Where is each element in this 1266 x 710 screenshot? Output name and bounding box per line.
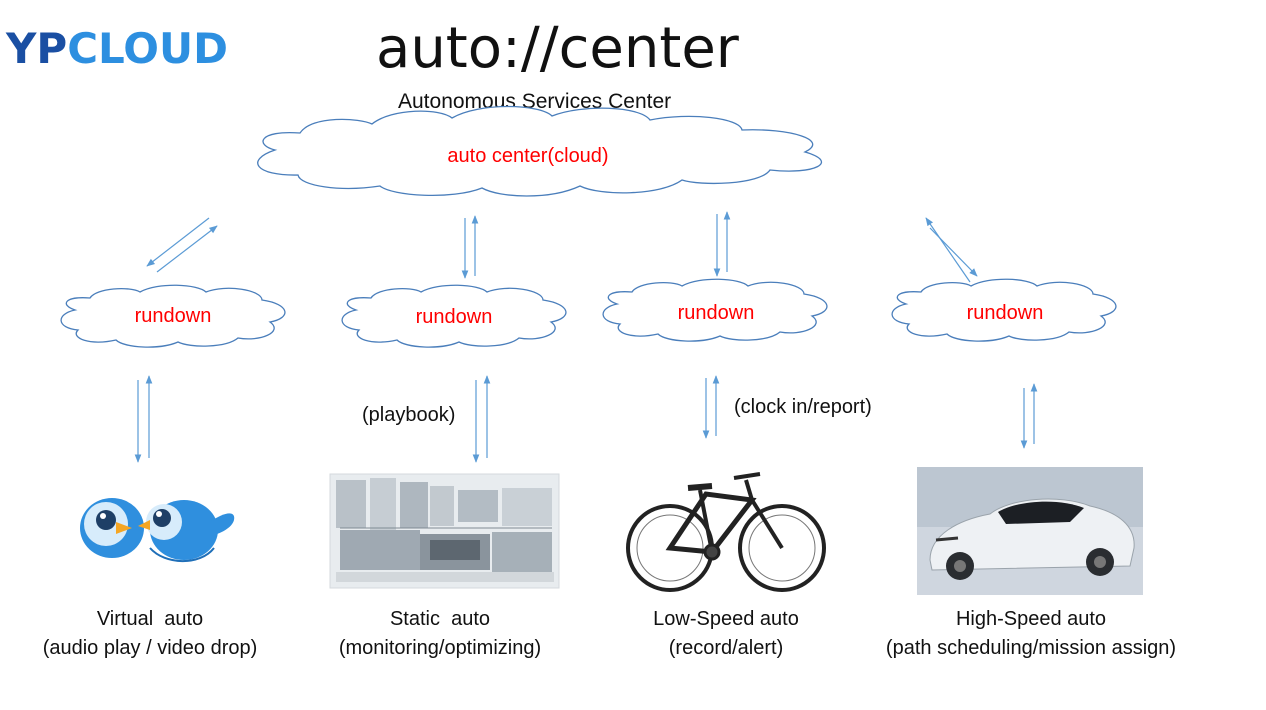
rundown-label-2: rundown	[415, 306, 493, 328]
page-title: auto://center	[376, 16, 739, 81]
static-auto-role: (monitoring/optimizing)	[338, 637, 542, 659]
rundown-cloud-1	[60, 284, 286, 348]
caption-virtual-auto: Virtual auto (audio play / video drop)	[0, 605, 320, 663]
rundown-label-3: rundown	[677, 302, 755, 324]
arrow-center-to-rundown-4	[929, 227, 978, 277]
highspeed-auto-role: (path scheduling/mission assign)	[885, 637, 1177, 659]
virtual-auto-birds-image	[80, 498, 235, 563]
center-cloud-label: auto center(cloud)	[447, 145, 609, 167]
rundown-cloud-3	[602, 278, 828, 342]
virtual-auto-name: Virtual auto	[96, 608, 204, 630]
highspeed-auto-name: High-Speed auto	[955, 608, 1107, 630]
arrow-rundown-1-to-center	[156, 225, 218, 273]
page-subtitle: Autonomous Services Center	[398, 90, 672, 113]
rundown-label-4: rundown	[966, 302, 1044, 324]
lowspeed-auto-bicycle-image	[626, 472, 826, 592]
rundown-label-1: rundown	[134, 305, 212, 327]
edge-label-clock-in-report: (clock in/report)	[734, 396, 872, 418]
arrow-rundown-4-to-center	[925, 217, 971, 283]
caption-lowspeed-auto: Low-Speed auto (record/alert)	[556, 605, 896, 663]
lowspeed-auto-role: (record/alert)	[668, 637, 784, 659]
rundown-cloud-4	[891, 278, 1117, 342]
rundown-cloud-2	[341, 284, 567, 348]
static-auto-name: Static auto	[389, 608, 491, 630]
ypcloud-logo: YPCLOUD	[6, 24, 228, 73]
virtual-auto-role: (audio play / video drop)	[42, 637, 258, 659]
center-cloud-shape	[257, 105, 822, 197]
lowspeed-auto-name: Low-Speed auto	[653, 608, 799, 630]
caption-highspeed-auto: High-Speed auto (path scheduling/mission…	[848, 605, 1214, 663]
highspeed-auto-car-image	[917, 467, 1143, 595]
edge-label-playbook: (playbook)	[362, 404, 456, 426]
static-auto-factory-image	[329, 473, 560, 589]
caption-static-auto: Static auto (monitoring/optimizing)	[270, 605, 610, 663]
arrow-center-to-rundown-1	[146, 217, 210, 267]
